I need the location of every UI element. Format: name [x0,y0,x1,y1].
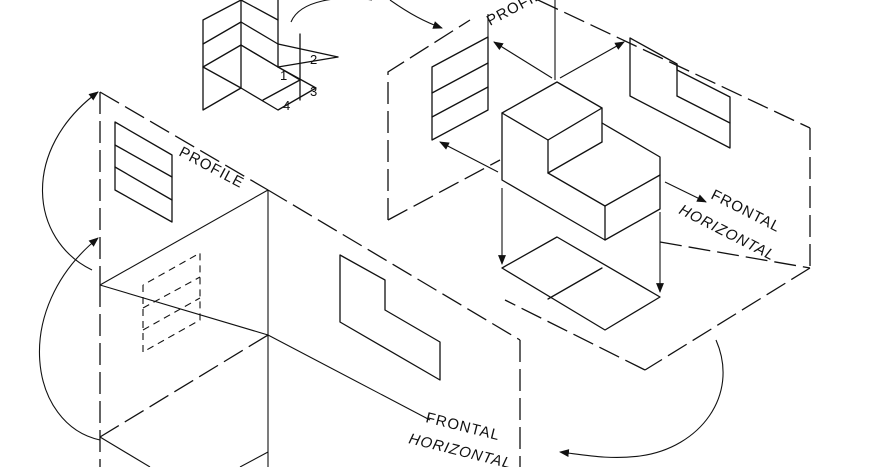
grid-number-3: 3 [310,84,317,99]
transfer-arrow-2 [559,339,724,459]
grid-number-2: 2 [310,52,317,67]
bottom-left-unfolded-planes: PROFILE FRONTAL HORIZONTAL [39,91,521,467]
transfer-arrow-head-1 [389,0,443,29]
grid-number-4: 4 [283,98,290,113]
top-right-plane-box: PROFILE FRONTAL HORIZONTAL [387,0,811,371]
transfer-arc-arrow-1 [290,0,372,23]
top-profile-label: PROFILE [484,0,555,30]
left-profile-label: PROFILE [176,144,247,192]
grid-number-1: 1 [280,68,287,83]
small-numbered-box: 1 2 3 4 [202,0,339,113]
